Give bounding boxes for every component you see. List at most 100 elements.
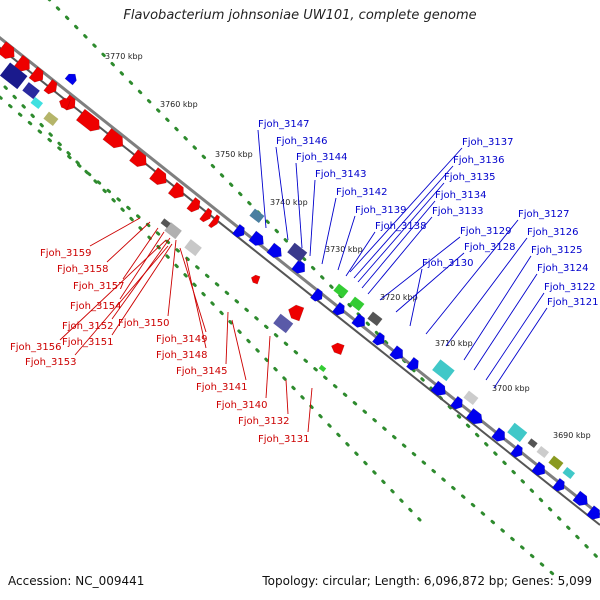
forward-gene <box>372 331 385 346</box>
label-leader-line <box>307 387 313 433</box>
scale-label: 3720 kbp <box>380 293 418 302</box>
label-leader-line <box>353 165 454 279</box>
label-leader-line <box>345 231 376 277</box>
label-leader-line <box>122 227 159 280</box>
reverse-gene <box>13 54 30 72</box>
scale-dotted-line <box>0 79 422 522</box>
label-leader-line <box>89 217 141 247</box>
forward-gene <box>266 242 282 258</box>
gene-box <box>536 445 550 459</box>
label-leader-line <box>367 216 433 295</box>
gene-label-forward: Fjoh_3134 <box>435 190 486 201</box>
label-leader-line <box>357 182 445 283</box>
gene-box <box>432 359 455 382</box>
forward-gene <box>491 427 505 442</box>
forward-gene <box>572 490 588 506</box>
forward-gene <box>430 380 446 396</box>
gene-label-reverse: Fjoh_3141 <box>196 382 247 393</box>
gene-box <box>164 222 182 240</box>
label-leader-line <box>321 197 337 265</box>
reverse-gene <box>149 167 167 186</box>
scale-label: 3740 kbp <box>270 198 308 207</box>
gene-label-forward: Fjoh_3126 <box>527 227 578 238</box>
label-leader-line <box>231 319 247 381</box>
gene-box <box>562 466 576 480</box>
gene-label-forward: Fjoh_3147 <box>258 119 309 130</box>
scale-label: 3710 kbp <box>435 339 473 348</box>
gene-label-reverse: Fjoh_3159 <box>40 248 91 259</box>
forward-gene <box>406 356 419 371</box>
gene-box <box>22 82 40 100</box>
gene-label-forward: Fjoh_3128 <box>464 242 515 253</box>
label-leader-line <box>285 379 289 415</box>
gene-label-forward: Fjoh_3135 <box>444 172 495 183</box>
forward-gene <box>232 223 245 238</box>
gene-box <box>184 239 202 257</box>
forward-gene <box>510 443 523 458</box>
label-leader-line <box>106 221 151 263</box>
reverse-gene <box>207 214 221 229</box>
scale-dotted-line <box>47 0 600 562</box>
gene-label-reverse: Fjoh_3149 <box>156 334 207 345</box>
reverse-gene <box>199 207 213 223</box>
reverse-gene <box>167 181 184 199</box>
reverse-gene <box>331 342 345 356</box>
label-leader-line <box>225 311 229 365</box>
gene-label-forward: Fjoh_3122 <box>544 282 595 293</box>
gene-label-forward: Fjoh_3124 <box>537 263 588 274</box>
gene-label-forward: Fjoh_3130 <box>422 258 473 269</box>
gene-label-reverse: Fjoh_3152 <box>62 321 113 332</box>
gene-box <box>0 62 28 90</box>
forward-gene <box>291 259 305 274</box>
gene-label-reverse: Fjoh_3145 <box>176 366 227 377</box>
reverse-gene <box>43 79 58 95</box>
gene-label-forward: Fjoh_3138 <box>375 221 426 232</box>
forward-gene <box>450 395 463 410</box>
reverse-gene <box>250 274 261 285</box>
label-leader-line <box>257 129 267 229</box>
gene-box <box>287 242 308 263</box>
forward-gene <box>389 345 403 360</box>
gene-label-reverse: Fjoh_3148 <box>156 350 207 361</box>
forward-gene <box>64 73 77 86</box>
gene-label-reverse: Fjoh_3131 <box>258 434 309 445</box>
gene-label-reverse: Fjoh_3132 <box>238 416 289 427</box>
gene-label-forward: Fjoh_3142 <box>336 187 387 198</box>
forward-gene <box>552 477 565 492</box>
gene-label-forward: Fjoh_3136 <box>453 155 504 166</box>
label-leader-line <box>119 231 165 300</box>
label-leader-line <box>485 292 545 381</box>
forward-gene <box>351 313 365 328</box>
gene-box <box>548 455 564 471</box>
scale-label: 3770 kbp <box>105 52 143 61</box>
gene-label-forward: Fjoh_3139 <box>355 205 406 216</box>
topology-text: Topology: circular; Length: 6,096,872 bp… <box>262 574 592 588</box>
gene-box <box>463 390 479 406</box>
reverse-gene <box>288 304 305 322</box>
forward-gene <box>248 230 264 246</box>
label-leader-line <box>111 237 171 320</box>
forward-gene <box>531 461 545 476</box>
label-leader-line <box>379 236 461 301</box>
reverse-gene <box>59 97 71 110</box>
label-leader-line <box>425 219 519 335</box>
label-leader-line <box>409 268 423 327</box>
label-leader-line <box>473 273 538 371</box>
forward-gene <box>586 505 600 520</box>
gene-box <box>160 218 171 229</box>
label-leader-line <box>295 162 303 249</box>
gene-box <box>333 283 349 299</box>
gene-box <box>349 296 365 312</box>
gene-label-forward: Fjoh_3137 <box>462 137 513 148</box>
gene-box <box>249 208 265 224</box>
gene-label-forward: Fjoh_3121 <box>547 297 598 308</box>
reverse-gene <box>129 149 147 168</box>
label-leader-line <box>185 257 207 349</box>
gene-label-forward: Fjoh_3125 <box>531 245 582 256</box>
accession-text: Accession: NC_009441 <box>8 574 145 588</box>
gene-box <box>527 438 538 449</box>
gene-label-forward: Fjoh_3133 <box>432 206 483 217</box>
gene-label-reverse: Fjoh_3140 <box>216 400 267 411</box>
